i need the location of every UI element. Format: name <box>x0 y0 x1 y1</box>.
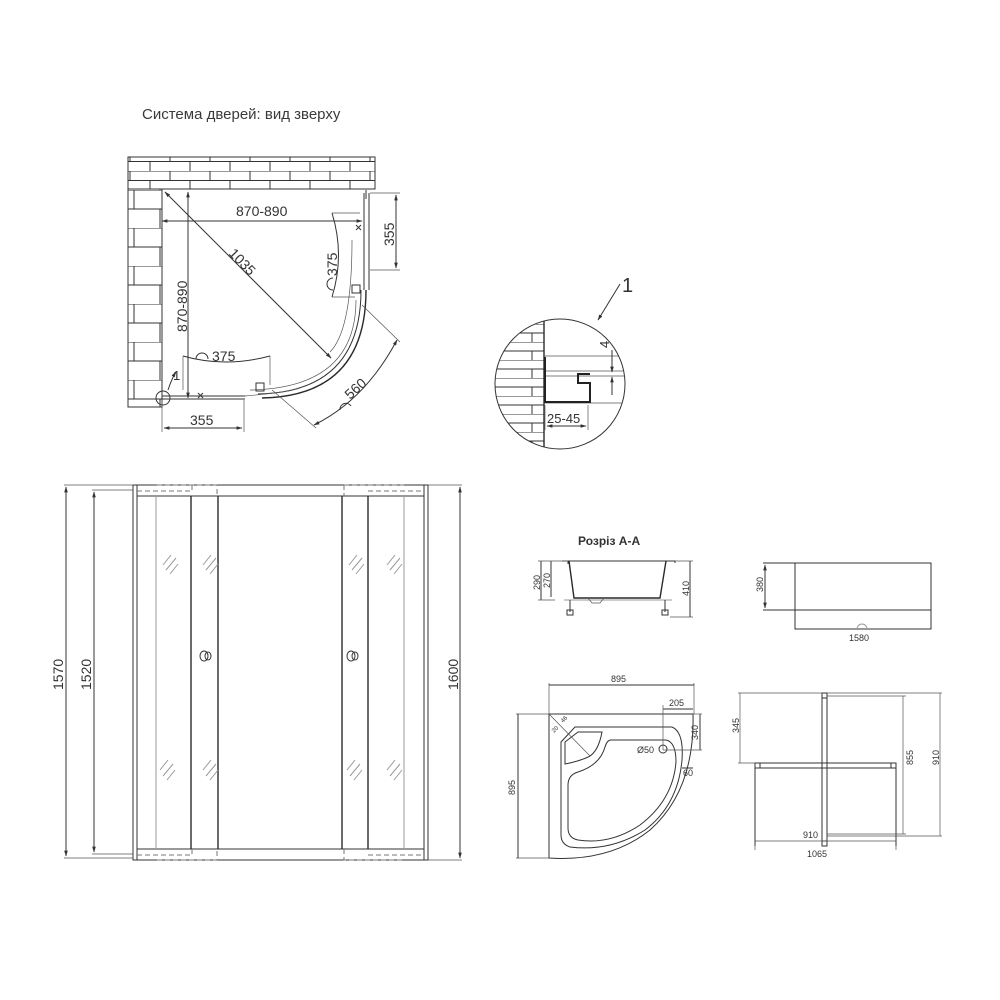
dim-frame-width-inner: 910 <box>803 830 818 840</box>
frame-plan-drawing: 345 855 910 910 1065 <box>731 692 942 859</box>
dim-door-right: 375 <box>324 252 340 276</box>
front-elevation-drawing: 1570 1520 1600 <box>50 484 462 861</box>
dim-profile: 25-45 <box>547 411 580 426</box>
dim-plan-depth: 895 <box>507 780 517 795</box>
detail-1-drawing: 4 25-45 1 <box>494 275 633 450</box>
tray-side-drawing: 380 1580 <box>755 562 932 643</box>
tray-section-drawing: Розріз А-А 290 270 410 <box>532 534 693 618</box>
dim-frame-offset: 345 <box>731 718 741 733</box>
dim-total-height: 1600 <box>445 659 461 690</box>
brick-wall <box>127 156 376 408</box>
dim-inner-height: 1520 <box>78 659 94 690</box>
dim-drain-offset-x: 205 <box>669 698 684 708</box>
tray-plan-drawing: 46 20 Ø50 895 895 205 340 60 <box>507 674 702 859</box>
dim-drain-diameter: Ø50 <box>637 745 654 755</box>
dim-plan-width: 895 <box>611 674 626 684</box>
dim-side-height: 380 <box>755 577 765 592</box>
glass-hatch-marks <box>159 554 403 781</box>
tray-section-title: Розріз А-А <box>578 534 640 548</box>
dim-width: 870-890 <box>236 203 288 219</box>
dim-frame-width-outer: 1065 <box>807 849 827 859</box>
dim-outer-height: 1570 <box>50 659 66 690</box>
dim-corner-b: 20 <box>551 725 560 734</box>
dim-depth: 870-890 <box>174 280 190 332</box>
dim-inner-depth: 270 <box>542 573 552 588</box>
dim-side-length: 1580 <box>849 633 869 643</box>
dim-door-bottom: 375 <box>212 348 236 364</box>
dim-corner-a: 46 <box>560 715 569 724</box>
dim-fixed-right: 355 <box>381 222 397 246</box>
dim-fixed-bottom: 355 <box>190 412 214 428</box>
top-view-title: Система дверей: вид зверху <box>142 106 341 123</box>
dim-drain-offset-y: 340 <box>690 725 700 740</box>
dim-rim-height: 290 <box>532 575 542 590</box>
dim-frame-inner: 855 <box>905 750 915 765</box>
callout-marker-1: 1 <box>173 368 180 383</box>
dim-opening: 560 <box>341 375 369 403</box>
top-view-drawing: Система дверей: вид зверху 1 <box>127 106 401 432</box>
dim-gap: 4 <box>597 341 612 348</box>
dim-tray-total-height: 410 <box>681 581 691 596</box>
detail-circle <box>494 318 626 450</box>
door-handle-right <box>346 650 359 662</box>
dim-frame-outer: 910 <box>931 750 941 765</box>
detail-callout-label: 1 <box>622 275 633 297</box>
door-handle-left <box>199 650 212 662</box>
dim-diagonal: 1035 <box>226 245 259 279</box>
detail-callout-circle <box>155 390 171 406</box>
dim-rim: 60 <box>683 768 693 778</box>
